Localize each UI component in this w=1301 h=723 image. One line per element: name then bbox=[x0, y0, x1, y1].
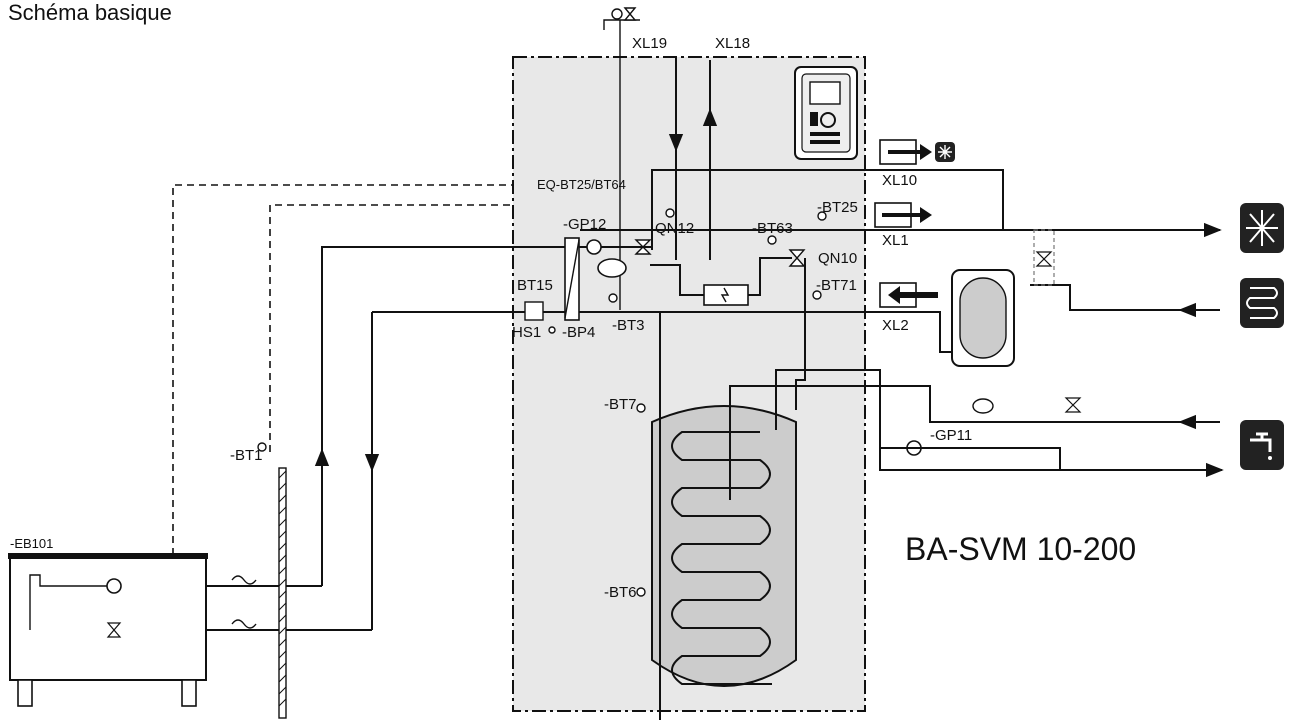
control-panel bbox=[794, 66, 858, 160]
label-bp4: -BP4 bbox=[562, 324, 595, 341]
label-xl18: XL18 bbox=[715, 35, 750, 52]
label-qn12: QN12 bbox=[655, 220, 694, 237]
label-xl19: XL19 bbox=[632, 35, 667, 52]
label-xl2: XL2 bbox=[882, 317, 909, 334]
outdoor-unit-eb101 bbox=[8, 553, 208, 707]
pump-gp12-icon bbox=[586, 239, 602, 255]
label-bt25: -BT25 bbox=[817, 199, 858, 216]
label-eq-bt25-bt64: EQ-BT25/BT64 bbox=[537, 177, 626, 192]
tap-icon bbox=[1240, 420, 1284, 470]
product-name: BA-SVM 10-200 bbox=[905, 531, 1136, 567]
label-eb101: -EB101 bbox=[10, 536, 53, 551]
label-hs1: HS1 bbox=[512, 324, 541, 341]
label-xl1: XL1 bbox=[882, 232, 909, 249]
sensor-markers bbox=[257, 208, 827, 597]
label-bt63: -BT63 bbox=[752, 220, 793, 237]
label-bt71: -BT71 bbox=[816, 277, 857, 294]
wall bbox=[278, 467, 287, 719]
label-bt3: -BT3 bbox=[612, 317, 645, 334]
label-gp12: -GP12 bbox=[563, 216, 606, 233]
label-bt6: -BT6 bbox=[604, 584, 637, 601]
label-bt1: -BT1 bbox=[230, 447, 263, 464]
page-title: Schéma basique bbox=[8, 0, 172, 25]
label-bt15: BT15 bbox=[517, 277, 553, 294]
label-bt7: -BT7 bbox=[604, 396, 637, 413]
expansion-vessel-dhw-icon bbox=[972, 398, 994, 414]
valve-qn10-icon bbox=[788, 249, 806, 267]
expansion-vessel-icon bbox=[597, 258, 627, 278]
radiator-coil-icon bbox=[1240, 278, 1284, 328]
label-xl10: XL10 bbox=[882, 172, 917, 189]
hot-water-tank bbox=[651, 369, 1210, 687]
label-gp11: -GP11 bbox=[930, 427, 972, 444]
valve-qn12-icon bbox=[634, 239, 652, 255]
label-qn10: QN10 bbox=[818, 250, 857, 267]
snowflake-icon bbox=[1240, 203, 1284, 253]
